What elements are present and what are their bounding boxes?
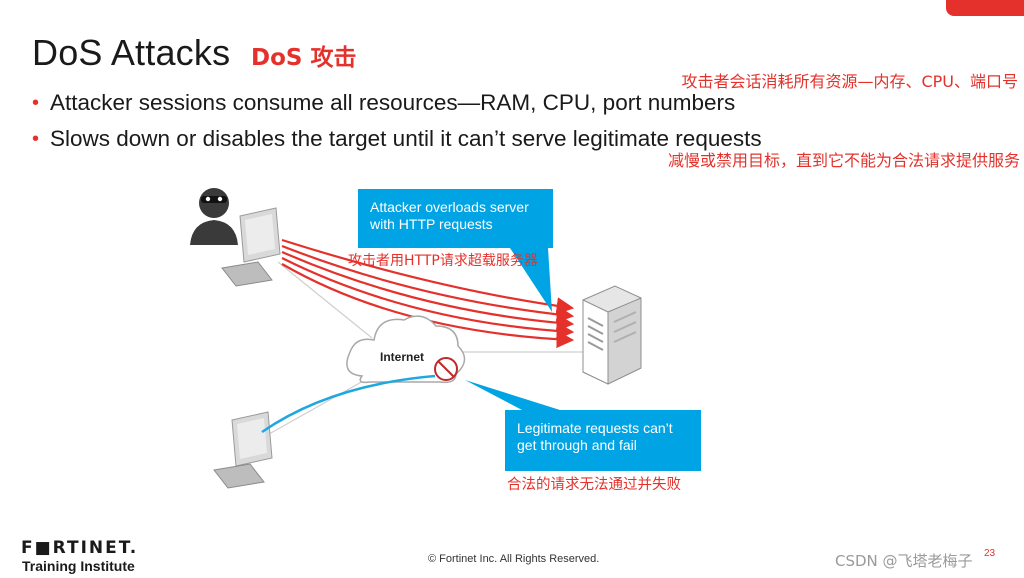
- internet-label: Internet: [380, 350, 425, 364]
- page-number: 23: [984, 548, 996, 559]
- attacker-callout: Attacker overloads server with HTTP requ…: [358, 189, 553, 248]
- corner-accent: [946, 0, 1024, 16]
- bullet-dot-icon: •: [32, 92, 40, 114]
- blocked-icon: [434, 357, 458, 381]
- callout-pointer: [510, 248, 552, 312]
- training-institute-label: Training Institute: [22, 558, 135, 574]
- bullet-item: • Slows down or disables the target until…: [30, 121, 762, 157]
- copyright-text: © Fortinet Inc. All Rights Reserved.: [428, 553, 600, 565]
- bullet-text: Attacker sessions consume all resources—…: [50, 90, 736, 115]
- server-icon: [582, 285, 642, 385]
- bullet1-annotation: 攻击者会话消耗所有资源—内存、CPU、端口号: [681, 72, 1018, 91]
- bullet-list: • Attacker sessions consume all resources…: [30, 85, 762, 157]
- bullet-text: Slows down or disables the target until …: [50, 126, 762, 151]
- fortinet-logo: F■RTINET.: [21, 538, 139, 558]
- hacker-icon: [190, 188, 238, 245]
- legit-callout-annotation: 合法的请求无法通过并失败: [507, 477, 681, 493]
- legit-callout: Legitimate requests can’t get through an…: [505, 410, 701, 471]
- callout-pointer: [465, 380, 560, 410]
- title-annotation: DoS 攻击: [251, 45, 357, 71]
- computer-icon: [213, 411, 273, 489]
- bullet-item: • Attacker sessions consume all resources…: [30, 85, 762, 121]
- bullet2-annotation: 减慢或禁用目标，直到它不能为合法请求提供服务: [667, 151, 1020, 170]
- slide-title: DoS Attacks: [32, 32, 231, 73]
- legit-request-line: [261, 374, 436, 434]
- bullet-dot-icon: •: [32, 128, 40, 150]
- csdn-watermark: CSDN @飞塔老梅子: [835, 552, 973, 570]
- computer-icon: [221, 207, 281, 287]
- attacker-callout-annotation: 攻击者用HTTP请求超载服务器: [348, 253, 538, 269]
